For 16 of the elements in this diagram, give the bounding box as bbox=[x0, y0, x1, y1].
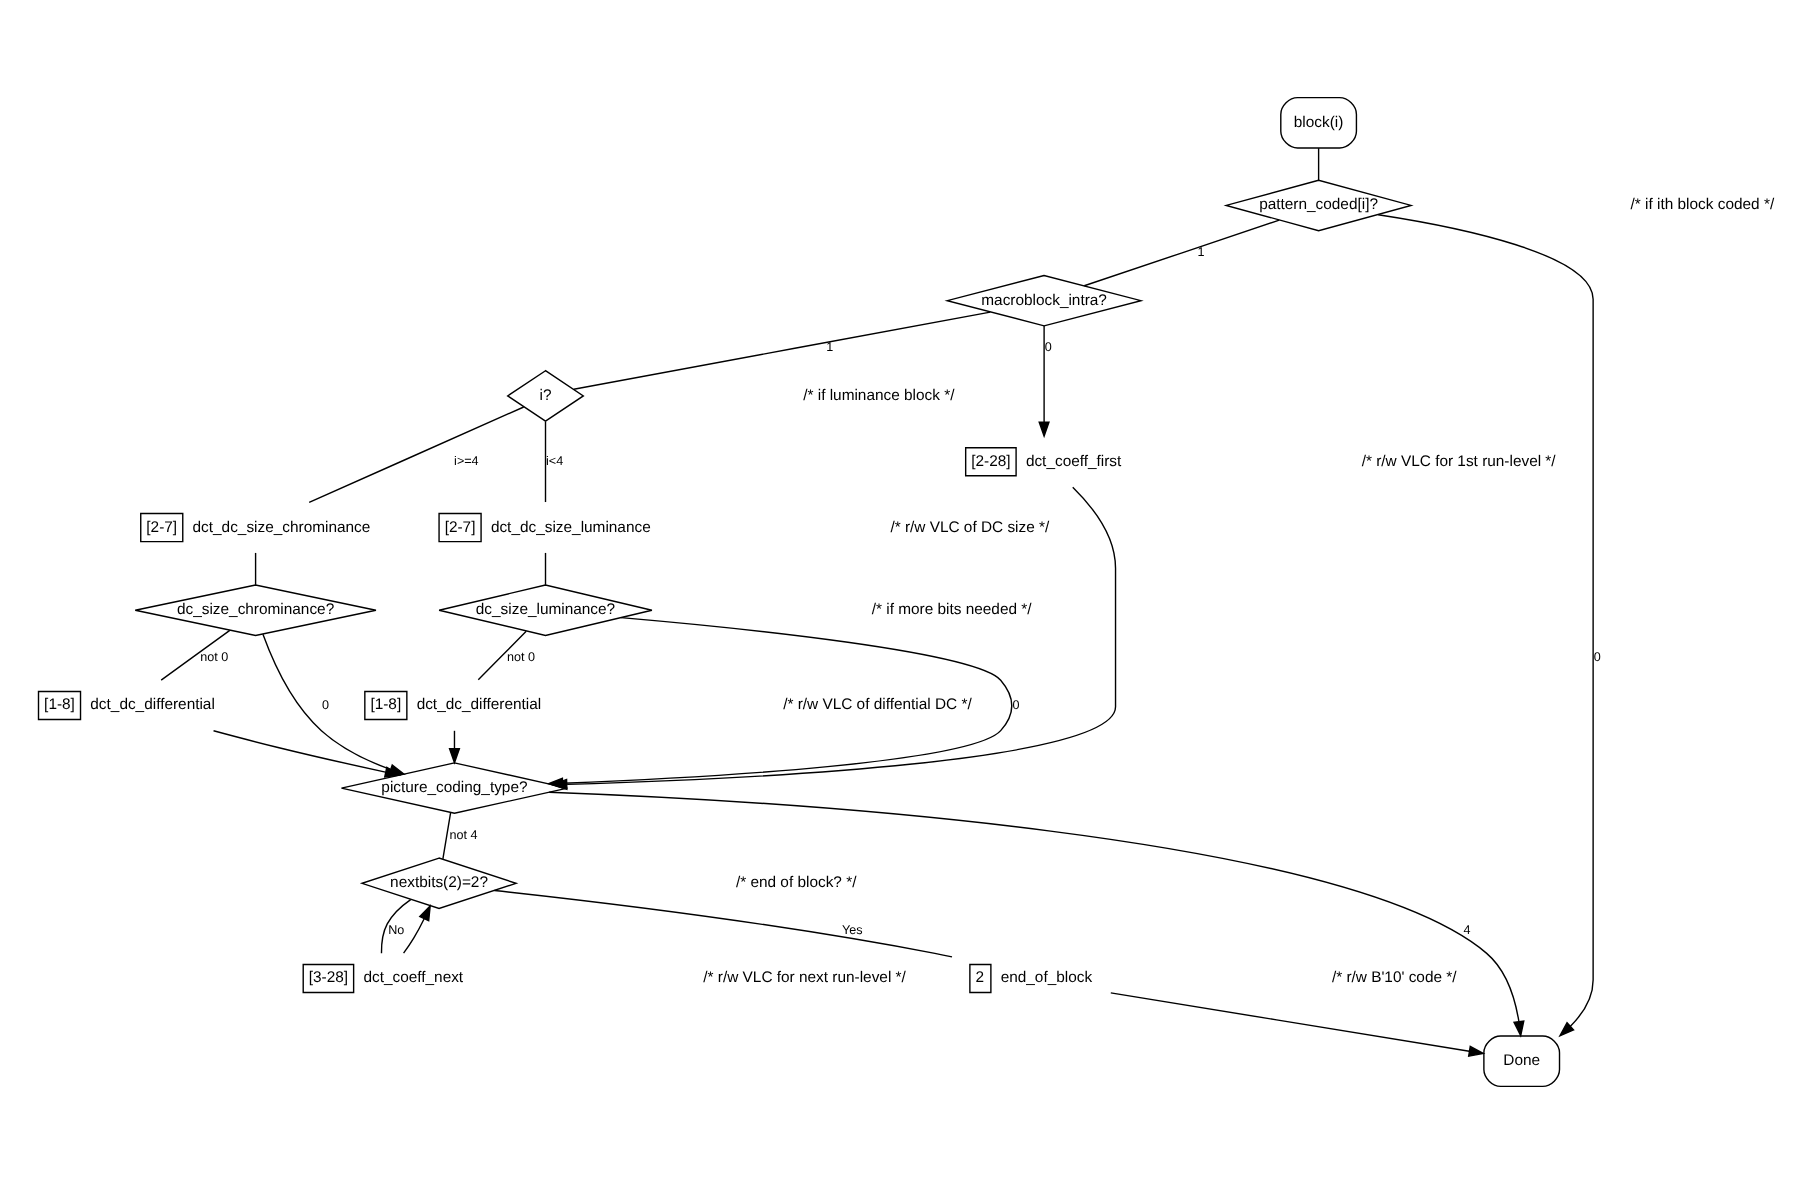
label: /* r/w B'10' code */ bbox=[1331, 968, 1457, 987]
label: /* end of block? */ bbox=[735, 873, 857, 892]
node-label: dct_dc_size_chrominance bbox=[192, 517, 371, 536]
label: /* if ith block coded */ bbox=[1630, 195, 1775, 214]
label: /* r/w VLC of DC size */ bbox=[890, 517, 1050, 536]
label: /* if more bits needed */ bbox=[871, 600, 1032, 619]
node-label: dct_coeff_next bbox=[363, 968, 464, 987]
node-label: dct_dc_differential bbox=[90, 695, 215, 714]
node-label: dct_coeff_first bbox=[1025, 451, 1122, 470]
node-label: dct_dc_differential bbox=[416, 695, 542, 714]
label: /* if luminance block */ bbox=[803, 385, 955, 404]
label: /* r/w VLC for 1st run-level */ bbox=[1361, 451, 1556, 470]
node-label: dct_dc_size_luminance bbox=[490, 517, 651, 536]
label: /* r/w VLC for next run-level */ bbox=[703, 968, 906, 987]
node-label: end_of_block bbox=[1000, 968, 1093, 987]
label: /* r/w VLC of diffential DC */ bbox=[783, 695, 972, 714]
